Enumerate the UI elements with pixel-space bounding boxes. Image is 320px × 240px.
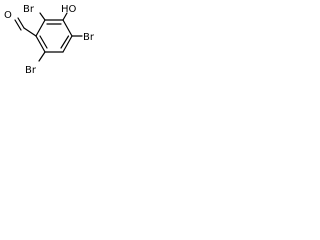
ring-bond-c6-c1 — [35, 19, 46, 37]
atom-label-aldehyde-oxygen: O — [4, 10, 12, 21]
aldehyde-carbonyl-bond-2 — [14, 19, 22, 31]
chemical-structure-canvas: Br HO Br Br O — [0, 0, 105, 83]
atom-label-br-top-left: Br — [23, 4, 35, 15]
ring-bond-c2-c3 — [62, 19, 73, 37]
atom-label-hydroxyl: HO — [61, 4, 77, 15]
bond-to-hydroxyl — [62, 12, 68, 21]
aldehyde-carbonyl-bond-1 — [17, 17, 25, 29]
bond-to-top-left-br — [39, 12, 46, 21]
bond-ring-to-aldehyde-carbon — [23, 27, 37, 37]
ring-double-bond-lower-right — [60, 35, 70, 49]
atom-label-br-right: Br — [83, 32, 95, 43]
chemical-structure-drawing: Br HO Br Br O — [4, 4, 95, 76]
ring-bond-c3-c4 — [62, 35, 73, 53]
ring-bond-c5-c6 — [35, 35, 46, 53]
atom-label-br-bottom-left: Br — [25, 65, 37, 76]
bond-to-bottom-left-br — [38, 51, 46, 62]
ring-double-bond-lower-left — [39, 35, 48, 49]
